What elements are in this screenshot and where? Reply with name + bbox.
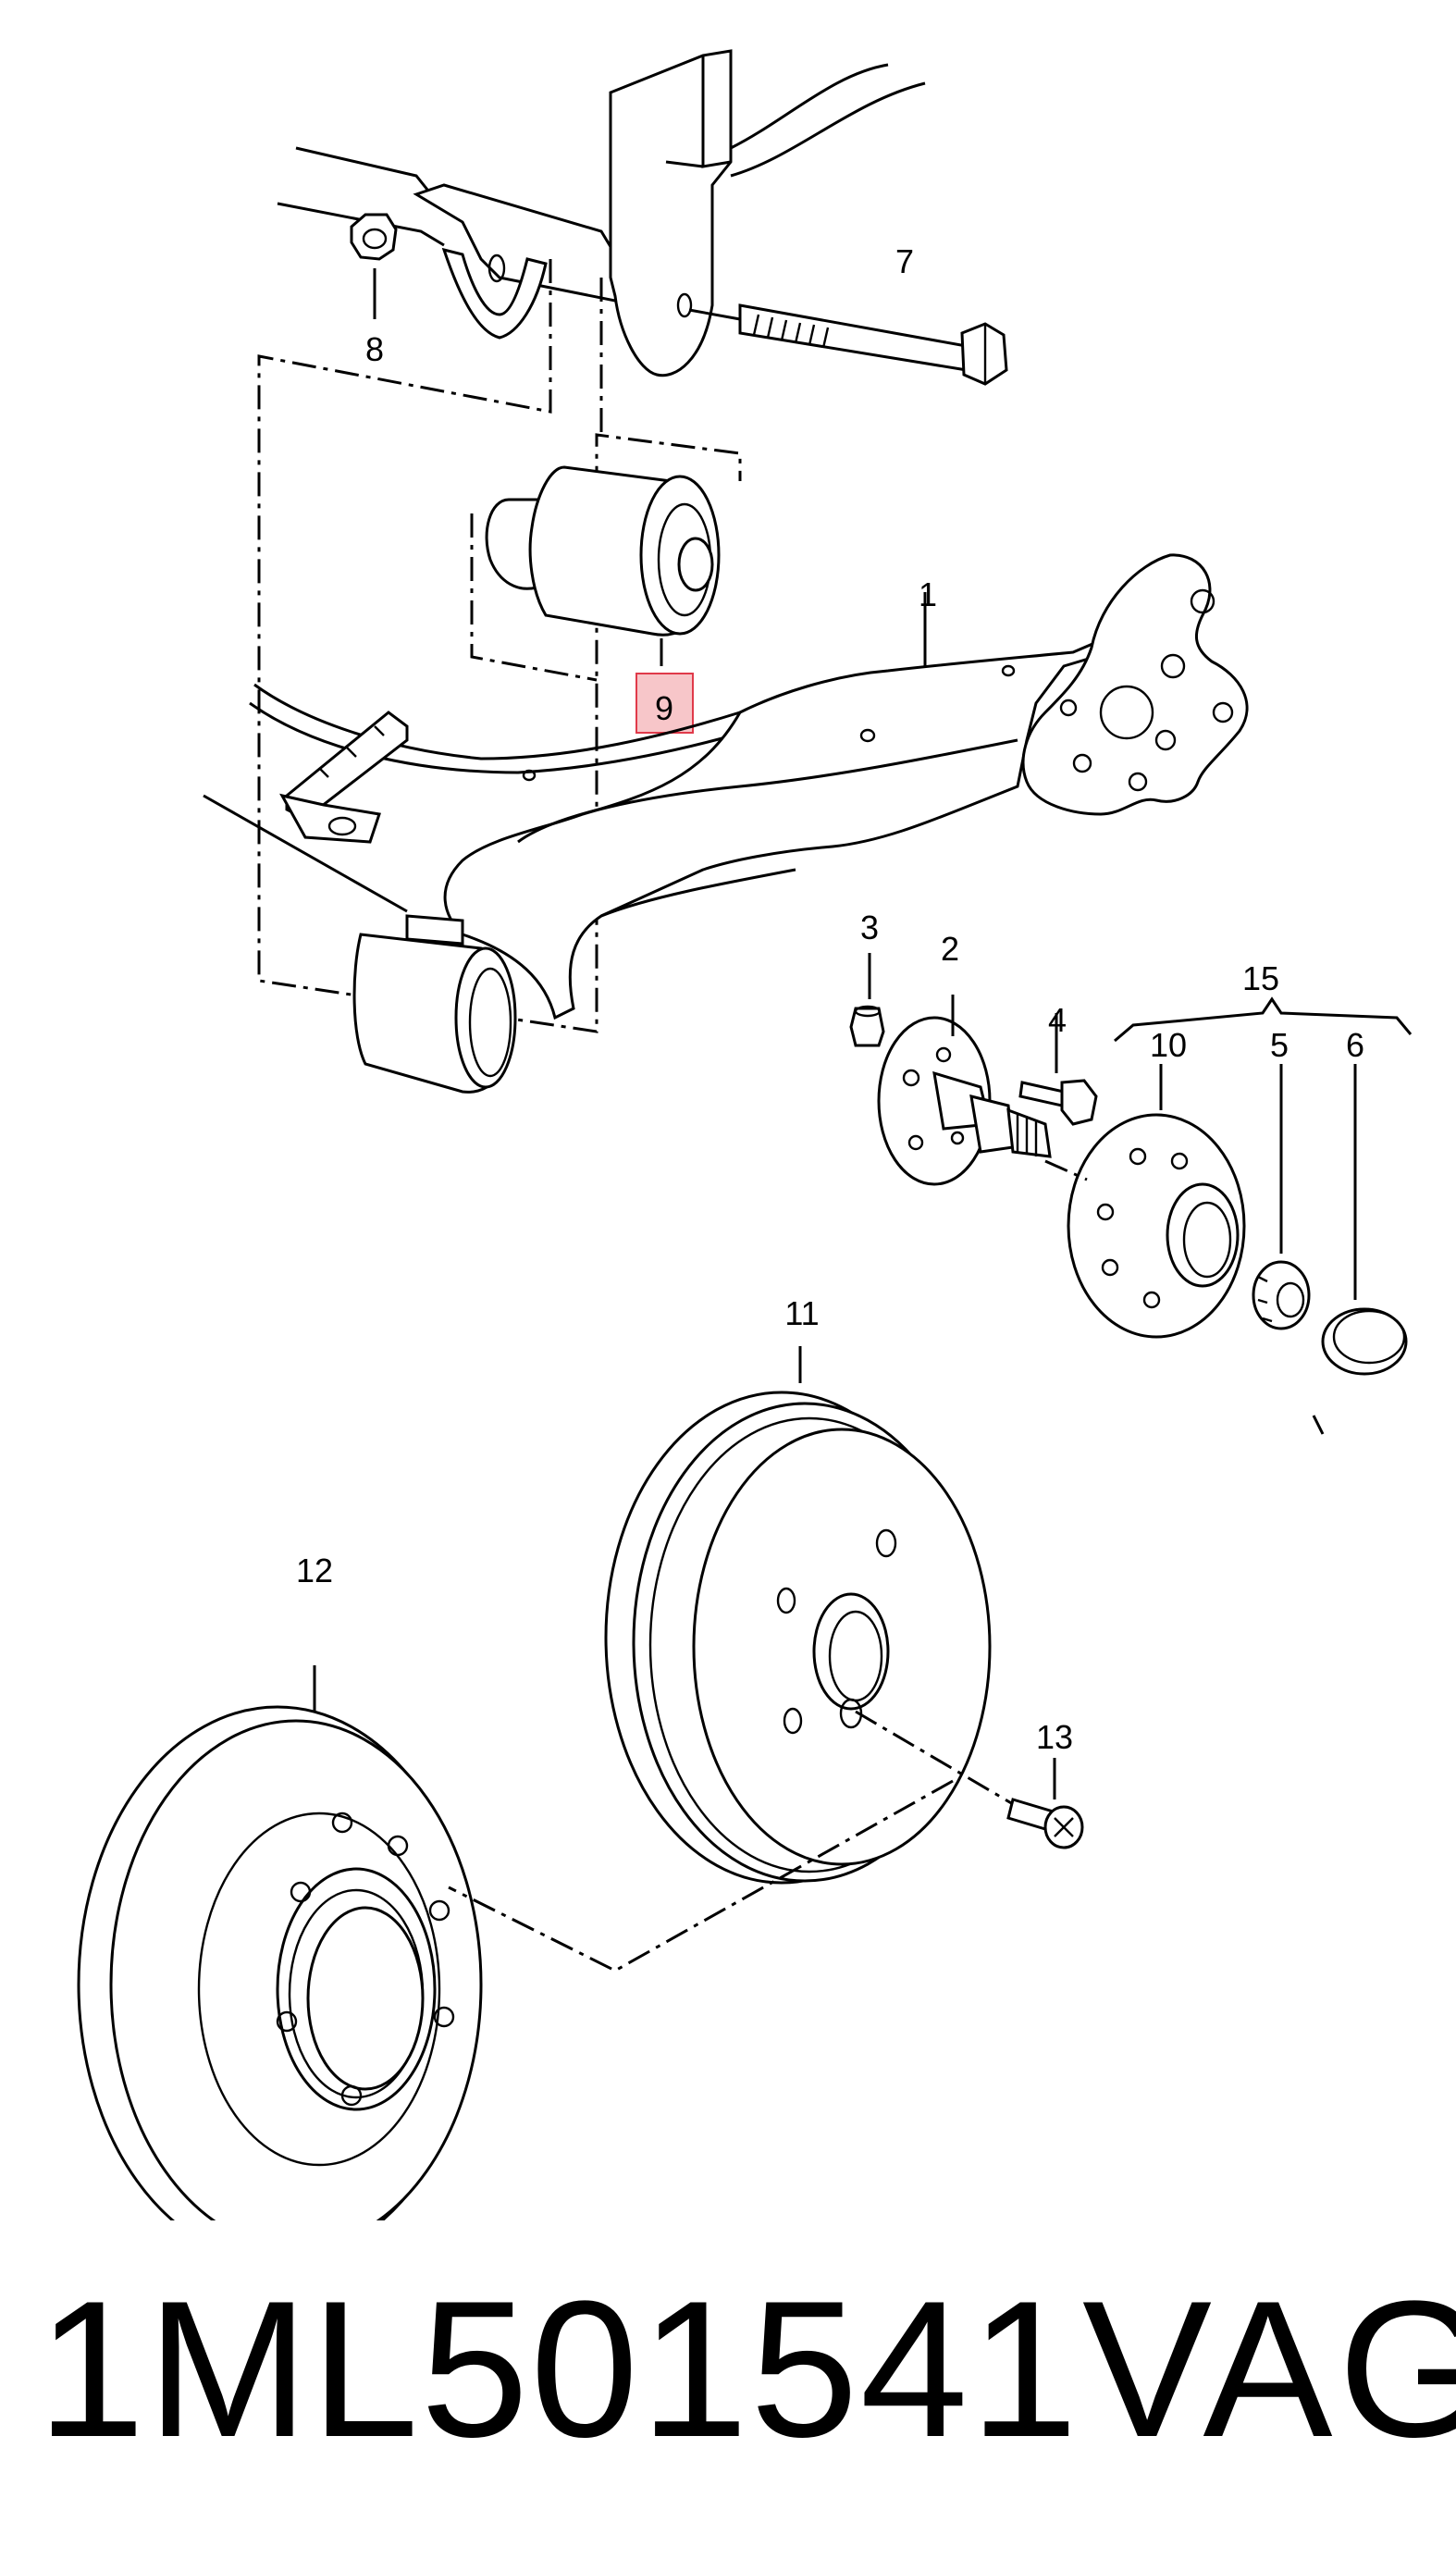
brake-drum-part-11 [604, 1346, 992, 1885]
label-part-2: 2 [941, 930, 959, 968]
grease-cap-part-6 [1321, 1064, 1408, 1376]
part-labels: 1 2 3 4 5 6 7 8 9 10 11 12 13 15 [296, 242, 1364, 1756]
label-part-11: 11 [784, 1294, 819, 1332]
plug-part-3 [849, 953, 885, 1047]
hub-nut-part-5 [1252, 1064, 1311, 1330]
screw-part-13 [1006, 1758, 1084, 1849]
brake-disc-part-12 [77, 1665, 483, 2220]
front-pivot-bush [352, 914, 517, 1094]
rear-axle-beam-part-1 [203, 553, 1249, 1020]
brand-name: VAG [1082, 2260, 1456, 2478]
exploded-parts-diagram: 1 2 3 4 5 6 7 8 9 10 11 12 13 15 [77, 49, 1413, 2220]
highlight-box-part-9 [635, 673, 694, 734]
part-number: 1ML501541 [37, 2260, 1080, 2478]
label-part-15: 15 [1242, 959, 1279, 997]
label-part-8: 8 [365, 330, 384, 368]
chassis-mount-bracket [277, 49, 926, 377]
label-part-3: 3 [860, 909, 879, 946]
label-part-13: 13 [1036, 1718, 1073, 1756]
label-part-7: 7 [895, 242, 914, 280]
nut-part-8 [350, 213, 398, 319]
label-part-9: 9 [655, 689, 673, 727]
label-part-6: 6 [1346, 1026, 1364, 1064]
label-part-12: 12 [296, 1552, 333, 1589]
stub-axle-part-2 [877, 995, 1052, 1186]
caption: 1ML501541 VAG [0, 2257, 1456, 2498]
assembly-lines-lower [448, 1415, 1325, 1972]
assembly-lines-upper [257, 259, 742, 1033]
label-part-4: 4 [1048, 1001, 1067, 1039]
label-part-10: 10 [1150, 1026, 1187, 1064]
bush-part-9 [485, 465, 721, 666]
bolt-part-4 [1018, 1013, 1098, 1126]
group-bracket-part-15 [1114, 996, 1413, 1043]
label-part-1: 1 [919, 575, 937, 613]
label-part-5: 5 [1270, 1026, 1289, 1064]
bolt-part-7 [688, 303, 1008, 386]
wheel-hub-part-10 [1044, 1064, 1246, 1339]
